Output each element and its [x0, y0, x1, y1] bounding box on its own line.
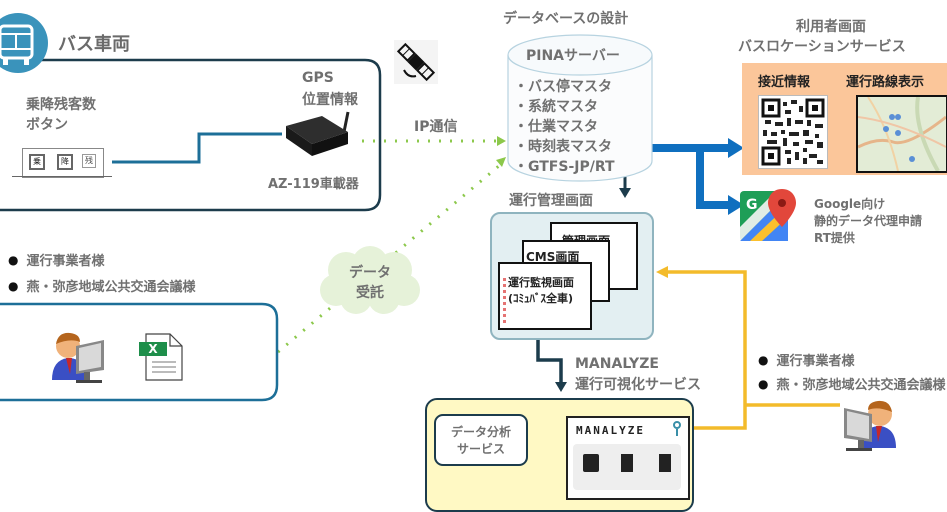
monitor-screen-sublabel: (ｺﾐｭﾊﾞｽ全車) [508, 292, 574, 305]
cms-screen-label: CMS画面 [526, 250, 580, 264]
server-name: PINAサーバー [526, 48, 620, 64]
google-label-line1: Google向け [814, 197, 886, 211]
blue-arrowhead-top [728, 138, 744, 158]
bus-icon [0, 13, 48, 73]
gps-label-line2: 位置情報 [302, 92, 358, 108]
ip-arrowhead [497, 136, 506, 146]
cloud-text-line2: 受託 [356, 285, 384, 301]
zip-download-icon[interactable] [659, 454, 671, 472]
yellow-connector [668, 270, 747, 430]
monitor-screen-window[interactable]: 運行監視画面 (ｺﾐｭﾊﾞｽ全車) [498, 262, 592, 330]
monitor-screen-label: 運行監視画面 [508, 276, 574, 289]
visualization-service-label: 運行可視化サービス [575, 377, 701, 393]
trust-arrowhead [496, 157, 506, 167]
approach-info-label: 接近情報 [758, 75, 811, 90]
user-screen-panel: 接近情報 運行路線表示 [742, 63, 947, 175]
db-item-gtfs: ・GTFS-JP/RT [514, 159, 615, 175]
button-key-alight[interactable]: 降 [57, 154, 73, 170]
route-display-label: 運行路線表示 [846, 75, 925, 90]
google-label-line3: RT提供 [814, 231, 855, 245]
device-cable [112, 132, 282, 164]
db-item-route: ・系統マスタ [514, 99, 598, 115]
analysis-line1: データ分析 [450, 425, 511, 439]
gps-label-line1: GPS [302, 70, 334, 86]
blue-connector [642, 144, 728, 209]
analysis-line2: サービス [456, 442, 505, 456]
bus-vehicle-frame [0, 58, 382, 212]
excel-file-icon: X [138, 332, 184, 382]
right-operator-item-2: 燕・弥彦地域公共交通会議様 [758, 374, 945, 393]
operator-person-icon [50, 328, 110, 384]
bus-vehicle-title: バス車両 [58, 34, 130, 55]
device-label: AZ-119車載器 [268, 177, 359, 192]
database-title: データベースの設計 [503, 11, 629, 27]
connector-layer [0, 58, 840, 452]
onboard-device-icon [282, 110, 354, 158]
button-key-ride[interactable]: 乗 [29, 154, 45, 170]
operators-frame [0, 302, 279, 402]
map-feature-icon[interactable] [583, 454, 599, 472]
mgmt-to-manalyze-line [536, 336, 563, 384]
manalyze-app-window[interactable]: MANALYZE [566, 416, 690, 500]
user-screen-title: 利用者画面 [796, 19, 866, 35]
manalyze-panel: データ分析 サービス MANALYZE [425, 398, 694, 512]
blue-arrowhead-bottom [728, 195, 744, 215]
yellow-arrowhead-top [656, 266, 668, 278]
cloud-text-line1: データ [349, 265, 391, 281]
left-operator-item-1: 運行事業者様 [8, 250, 104, 269]
button-label-line1: 乗降残客数 [26, 97, 96, 113]
google-maps-icon: G [738, 187, 800, 245]
pina-server-cylinder: PINAサーバー ・バス停マスタ ・系統マスタ ・仕業マスタ ・時刻表マスタ ・… [506, 33, 654, 183]
left-operator-item-2: 燕・弥彦地域公共交通会議様 [8, 276, 195, 295]
excel-letter: X [148, 342, 158, 356]
right-operator-person-icon [838, 396, 898, 452]
management-panel: 管理画面 CMS画面 運行監視画面 (ｺﾐｭﾊﾞｽ全車) [490, 212, 654, 340]
qr-code[interactable] [758, 95, 828, 169]
data-trust-cloud: データ 受託 [316, 246, 424, 316]
bus-location-service-title: バスロケーションサービス [738, 39, 906, 55]
mgmt-to-manalyze-arrowhead [555, 382, 567, 392]
ip-communication-label: IP通信 [414, 119, 458, 135]
manalyze-label: MANALYZE [575, 356, 659, 372]
excel-export-icon[interactable] [621, 454, 633, 472]
right-operator-item-1: 運行事業者様 [758, 350, 854, 369]
button-key-remain[interactable]: 残 [82, 154, 96, 168]
db-item-duty: ・仕業マスタ [514, 119, 598, 135]
data-analysis-service-box[interactable]: データ分析 サービス [434, 414, 528, 466]
route-map-thumbnail[interactable] [856, 95, 947, 173]
db-item-timetable: ・時刻表マスタ [514, 139, 612, 155]
satellite-icon [394, 40, 438, 84]
button-label-line2: ボタン [26, 117, 68, 133]
passenger-button-device: 乗 降 残 [12, 148, 112, 178]
svg-text:G: G [746, 197, 758, 213]
manalyze-pin-icon [673, 421, 681, 429]
management-title: 運行管理画面 [509, 193, 593, 209]
db-item-bus-stop: ・バス停マスタ [514, 79, 612, 95]
server-to-mgmt-arrowhead [619, 188, 631, 198]
google-label-line2: 静的データ代理申請 [814, 214, 923, 228]
manalyze-logo: MANALYZE [576, 424, 645, 437]
